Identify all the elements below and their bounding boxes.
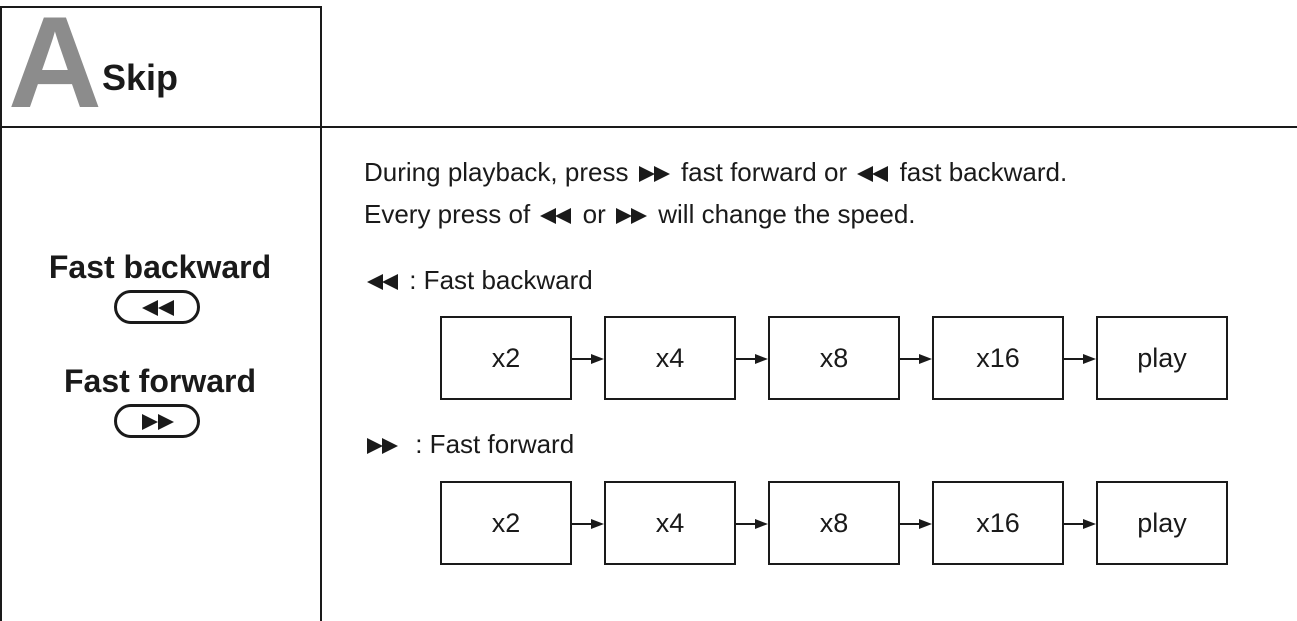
description-text: fast backward.: [899, 157, 1068, 187]
section-title: Skip: [102, 57, 179, 98]
backward-mode-text: : Fast backward: [409, 265, 593, 295]
description-text: fast forward or: [680, 157, 848, 187]
description-text: During playback, press: [364, 157, 629, 187]
description-line-1: During playback, press fast forward or f…: [364, 156, 1067, 188]
forward-mode-label: : Fast forward: [364, 428, 574, 460]
description-line-2: Every press of or will change the speed.: [364, 198, 916, 230]
fast-forward-icon: [367, 438, 398, 455]
description-text: will change the speed.: [658, 199, 916, 229]
backward-mode-label: : Fast backward: [364, 264, 593, 296]
arrow-right-icon: [899, 354, 932, 364]
description-text: or: [582, 199, 606, 229]
rewind-icon: [142, 300, 174, 316]
backward-step: play: [1096, 316, 1228, 400]
arrow-right-icon: [735, 354, 768, 364]
forward-step: play: [1096, 481, 1228, 565]
fast-forward-icon: [142, 414, 174, 430]
arrow-right-icon: [899, 519, 932, 529]
fast-forward-label: Fast forward: [63, 363, 257, 399]
rewind-icon: [540, 208, 572, 225]
forward-step: x4: [604, 481, 736, 565]
arrow-right-icon: [571, 519, 604, 529]
divider-vertical-left: [0, 6, 2, 621]
fast-forward-icon: [638, 166, 670, 183]
backward-step: x2: [440, 316, 572, 400]
backward-step: x4: [604, 316, 736, 400]
arrow-right-icon: [1063, 354, 1096, 364]
forward-step: x2: [440, 481, 572, 565]
forward-mode-text: : Fast forward: [415, 429, 575, 459]
fast-backward-button: [114, 290, 200, 324]
arrow-right-icon: [571, 354, 604, 364]
rewind-icon: [857, 166, 889, 183]
backward-step: x16: [932, 316, 1064, 400]
forward-step: x8: [768, 481, 900, 565]
backward-step: x8: [768, 316, 900, 400]
forward-step: x16: [932, 481, 1064, 565]
fast-forward-button: [114, 404, 200, 438]
rewind-icon: [367, 274, 398, 291]
fast-forward-icon: [616, 208, 647, 225]
divider-horizontal: [0, 126, 1297, 128]
fast-backward-label: Fast backward: [48, 249, 272, 285]
arrow-right-icon: [1063, 519, 1096, 529]
section-letter: A: [8, 8, 102, 116]
divider-top: [0, 6, 322, 8]
divider-vertical-middle: [320, 6, 322, 621]
arrow-right-icon: [735, 519, 768, 529]
description-text: Every press of: [364, 199, 531, 229]
